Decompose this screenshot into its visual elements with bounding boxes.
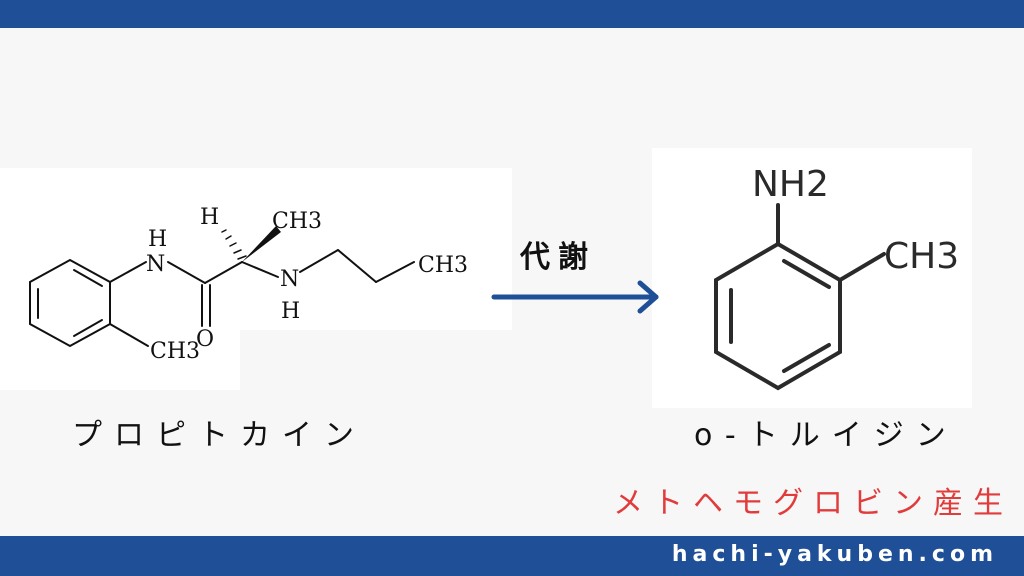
ring-inner-right-2 [782,259,831,289]
bond-ring-ch3-right [838,252,886,282]
bond-ring-ch3 [109,323,149,347]
bond-propyl-2 [337,249,377,283]
prilocaine-name: プロピトカイン [72,418,366,453]
ring-inner-bond-2 [73,269,103,287]
benzene-ring-left [29,258,111,348]
benzene-ring-right [714,241,842,391]
bond-carbonyl-chiral [204,261,243,284]
atom-n-amine: N [280,267,299,292]
o-toluidine-name: o-トルイジン [694,418,958,453]
atom-ch3-ring: CH3 [150,339,200,364]
top-banner [0,0,1024,28]
atom-h-amide: H [148,227,167,252]
bond-ring-n [109,261,147,283]
atom-h-chiral: H [200,205,219,230]
solid-wedge-bond [242,226,281,262]
atom-ch3-right: CH3 [884,236,959,277]
atom-nh2: NH2 [752,164,829,205]
atom-ch3-chain: CH3 [418,253,468,278]
bond-n-carbonyl [167,261,206,284]
ring-inner-right-3 [782,343,831,373]
atom-oxygen: O [196,327,214,352]
methemoglobin-note: メトヘモグロビン産生 [613,486,1013,521]
prilocaine-molecule [29,229,415,348]
panel-cutout [240,330,512,390]
ring-inner-bond-3 [73,319,103,337]
reaction-arrow [491,280,659,314]
atom-ch3-top: CH3 [272,209,322,234]
bond-propyl-3 [375,261,415,283]
hashed-wedge-bond [221,229,247,260]
bond-amine-propyl-1 [299,249,339,273]
footer-banner: hachi-yakuben.com [0,536,1024,576]
atom-h-amine: H [281,299,300,324]
site-url[interactable]: hachi-yakuben.com [671,542,998,567]
metabolism-label: 代謝 [520,240,596,275]
o-toluidine-molecule [714,203,886,391]
atom-n-amide: N [146,252,165,277]
bond-chiral-amine [241,261,279,278]
